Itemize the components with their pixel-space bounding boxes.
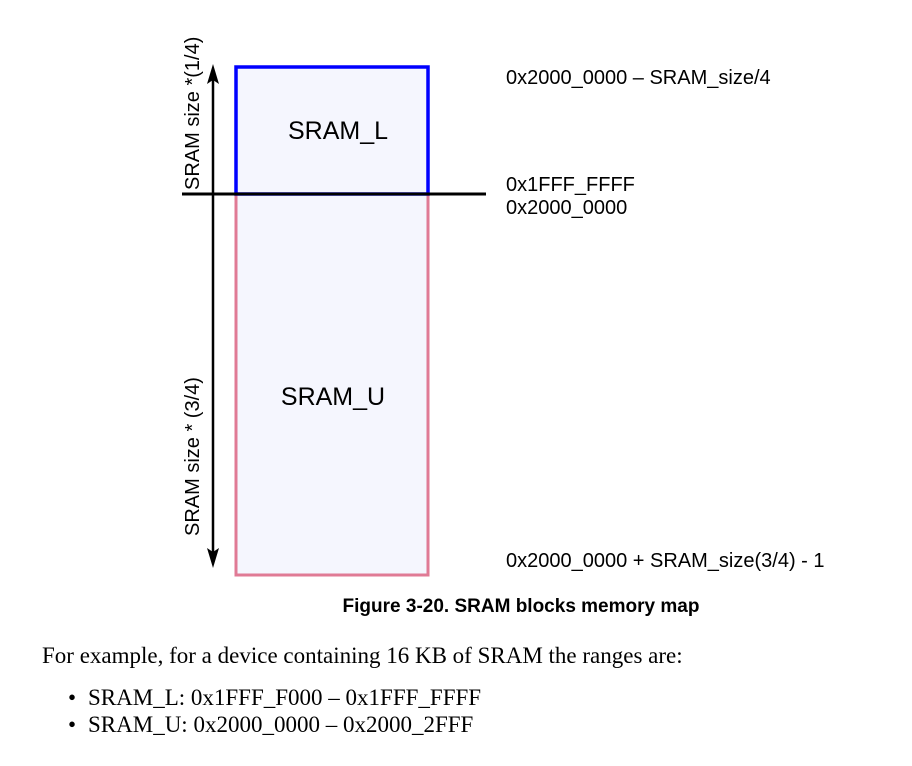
arrow-down-icon (207, 548, 219, 568)
address-top: 0x2000_0000 – SRAM_size/4 (506, 67, 771, 89)
example-paragraph: For example, for a device containing 16 … (42, 643, 683, 668)
sram-memory-map-diagram: SRAM_L SRAM_U SRAM size *(1/4) SRAM size… (182, 37, 486, 577)
bullet-icon: • (68, 712, 77, 737)
address-boundary-above: 0x2000_0000 (506, 197, 628, 219)
list-item-text: SRAM_L: 0x1FFF_F000 – 0x1FFF_FFFF (88, 685, 482, 710)
upper-size-label: SRAM size *(1/4) (182, 37, 204, 190)
figure-caption: Figure 3-20. SRAM blocks memory map (342, 596, 700, 617)
list-item: • SRAM_U: 0x2000_0000 – 0x2000_2FFF (68, 711, 481, 738)
address-boundary-below: 0x1FFF_FFFF (506, 174, 635, 196)
sram-l-block (234, 65, 430, 196)
address-bottom: 0x2000_0000 + SRAM_size(3/4) - 1 (506, 550, 825, 572)
list-item-text: SRAM_U: 0x2000_0000 – 0x2000_2FFF (88, 712, 474, 737)
lower-size-label: SRAM size * (3/4) (182, 377, 204, 536)
sram-u-block (234, 192, 430, 577)
arrow-up-icon (207, 64, 219, 84)
example-ranges-list: • SRAM_L: 0x1FFF_F000 – 0x1FFF_FFFF • SRAM… (68, 684, 481, 738)
bullet-icon: • (68, 685, 77, 710)
list-item: • SRAM_L: 0x1FFF_F000 – 0x1FFF_FFFF (68, 684, 481, 711)
sram-l-label: SRAM_L (288, 117, 388, 145)
sram-u-label: SRAM_U (281, 383, 385, 411)
